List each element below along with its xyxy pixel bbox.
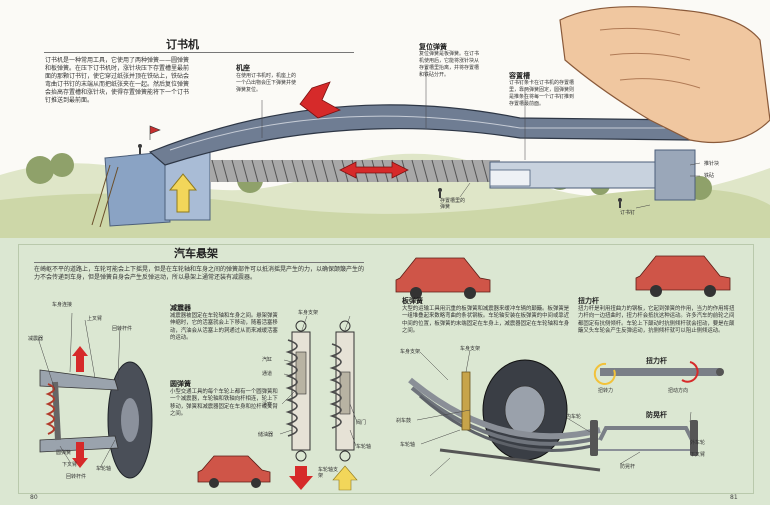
label-body-bracket2: 车身支架 <box>400 349 421 355</box>
base-heading: 机座 <box>236 64 250 72</box>
antiroll-sub-heading: 防晃杆 <box>646 411 667 419</box>
suspension-title: 汽车悬架 <box>174 247 218 260</box>
label-upper-fork: 上叉臂 <box>87 316 103 322</box>
torsion-heading: 扭力杆 <box>578 297 599 305</box>
label-antiroll: 防晃杆 <box>620 464 636 470</box>
leaf-heading: 板弹簧 <box>402 297 423 305</box>
label-body-mount: 车身连接 <box>52 302 73 308</box>
torsion-sub-heading: 扭力杆 <box>646 357 667 365</box>
label-axle3: 车轮轴 <box>400 442 416 448</box>
label-return2: 回转杆件 <box>66 474 87 480</box>
shock-text: 减震器被固定在车轮轴和车身之间。悬架弹簧伸缩时，它的活塞就会上下移动，随着活塞移… <box>170 313 278 342</box>
label-outer-wheel: 外车轮 <box>690 440 706 446</box>
label-staple: 订书钉 <box>620 210 636 216</box>
stapler-title: 订书机 <box>166 38 199 51</box>
suspension-border <box>18 244 754 494</box>
label-lower-fork: 下叉臂 <box>62 462 78 468</box>
leaf-text: 大型的运输工具用沉重的板弹簧和减震器来缓冲车辆的颠簸。板弹簧是一组堆叠起来数略弯… <box>402 306 570 335</box>
label-reservoir: 储油器 <box>258 432 274 438</box>
shock-heading: 减震器 <box>170 304 191 312</box>
coil-text: 小型交通工具的每个车轮上都有一个圆弹簧和一个减震器，车轮轴和铁轴向杆相连，轮上下… <box>170 389 278 418</box>
base-text: 在使用订书机时，机座上的一个凸出物会压下弹簧并使弹簧复位。 <box>236 73 297 93</box>
stapler-illustration <box>0 0 770 238</box>
label-piston: 活塞 <box>262 402 273 408</box>
suspension-illustrations <box>37 255 731 491</box>
label-body-bracket3: 车身支架 <box>460 346 481 352</box>
torsion-car-drawing <box>635 255 731 297</box>
shock-absorber-diagram <box>285 320 358 491</box>
label-valve: 阀门 <box>356 420 367 426</box>
label-anvil: 铁砧 <box>704 173 715 179</box>
coil-heading: 圆弹簧 <box>170 380 191 388</box>
small-car-drawing <box>197 455 271 488</box>
reset-spring-text: 复位弹簧是板弹簧。在订书机使用后，它能将涨针块从存置槽里抬离，并将存置槽和铁砧分… <box>419 51 480 78</box>
stapler-intro: 订书机是一种常用工具，它使用了两种弹簧——圆弹簧和板弹簧。在压下订书机时，涨针块… <box>45 57 190 104</box>
label-return-arm: 回转杆件 <box>112 326 133 332</box>
reset-spring-heading: 复位弹簧 <box>419 43 447 51</box>
tray-heading: 容置槽 <box>509 72 530 80</box>
label-body-bracket: 车身支架 <box>298 310 319 316</box>
suspension-title-rule <box>34 262 364 263</box>
label-pusher: 推针块 <box>704 161 720 167</box>
label-brake-drum: 刹车鼓 <box>396 418 412 424</box>
stapler-title-rule <box>44 52 354 53</box>
label-passage: 通道 <box>262 371 273 377</box>
label-axle: 车轮轴 <box>96 466 112 472</box>
wishbone-assembly <box>39 346 153 479</box>
label-axle-bracket: 车轮轴支架 <box>318 467 339 479</box>
torsion-text: 扭力杆是利用扭曲力的钢板，它起到弹簧的作用，当力的作用将扭力杆向一边扭曲时，扭力… <box>578 306 735 335</box>
leaf-spring-diagram <box>408 359 601 472</box>
label-spring: 存置槽里的弹簧 <box>440 198 466 210</box>
label-twist-a: 扭转力 <box>598 388 614 394</box>
label-cylinder: 汽缸 <box>262 357 273 363</box>
label-inner-wheel: 内车轮 <box>566 414 582 420</box>
label-axle2: 车轮轴 <box>356 444 372 450</box>
leaf-car-drawing <box>395 257 491 299</box>
page-number-left: 80 <box>30 494 38 501</box>
label-coil: 圆弹簧 <box>56 450 72 456</box>
tray-text: 订书钉条卡在订书机的存置槽里，靠两弹簧固定，圆弹簧则是推条在将每一个订书钉推到存… <box>509 80 575 107</box>
label-fork: 下叉臂 <box>690 452 706 458</box>
suspension-intro: 在崎岖不平的道路上，车轮可能会上下摇晃，但是在车轮轴和车身之间的弹簧部件可以抵消… <box>34 266 365 281</box>
torsion-bar-diagram <box>593 361 724 385</box>
page-number-right: 81 <box>730 494 738 501</box>
label-twist-b: 扭动方向 <box>668 388 689 394</box>
anti-roll-diagram <box>590 420 698 456</box>
label-shock: 减震器 <box>28 336 44 342</box>
